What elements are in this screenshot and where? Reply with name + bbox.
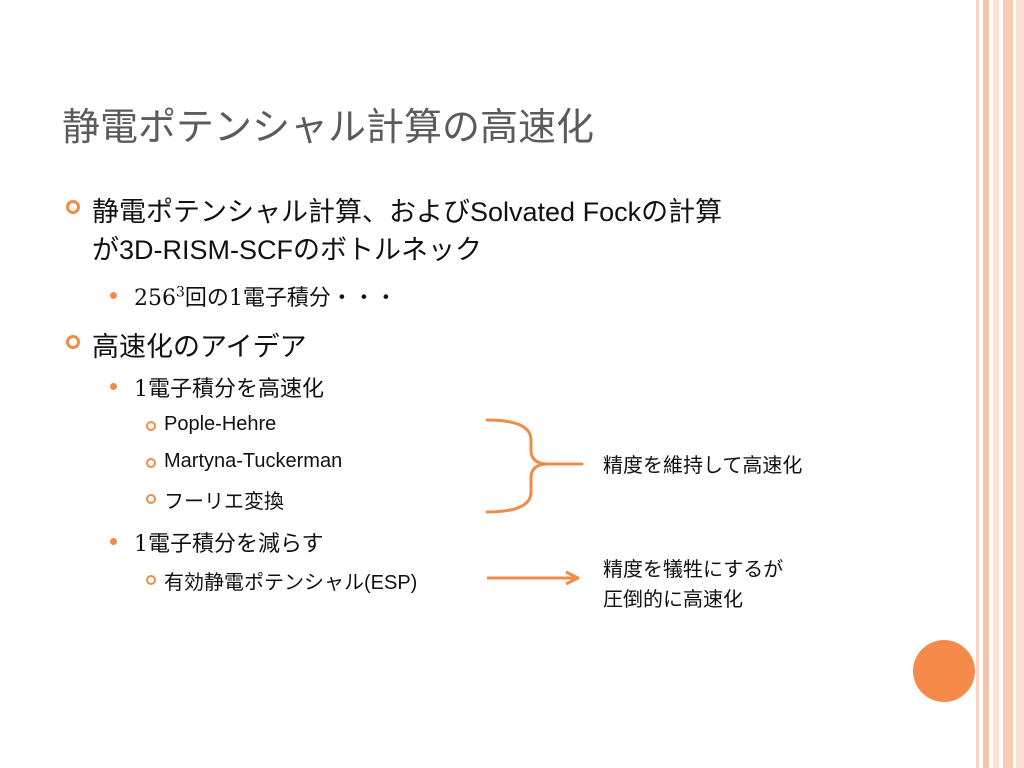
decor-circle <box>913 640 975 702</box>
text-segment: 静電ポテンシャル計算、および <box>92 197 470 228</box>
superscript: 3 <box>176 284 185 301</box>
bullet-ring-icon <box>146 575 156 585</box>
note-sacrifice-accuracy-line-2: 圧倒的に高速化 <box>603 589 743 611</box>
decor-stripe-3 <box>993 0 999 768</box>
bullet-2-sub-2-item-1: 有効静電ポテンシャル(ESP) <box>164 566 417 595</box>
text-segment: (ESP) <box>364 572 418 594</box>
decor-stripe-5 <box>1016 0 1024 768</box>
bullet-2-sub-1: 1電子積分を高速化 <box>134 377 324 402</box>
bullet-ring-icon <box>146 421 156 431</box>
bullet-2-sub-2: 1電子積分を減らす <box>134 532 324 557</box>
text-segment: 回の1電子積分・・・ <box>184 286 397 311</box>
bullet-2-sub-1-item-1: Pople-Hehre <box>164 413 277 435</box>
decor-stripe-4 <box>1003 0 1013 768</box>
bullet-dot-icon <box>110 538 117 545</box>
decor-stripe-1 <box>976 0 979 768</box>
bullet-2-sub-1-item-3: フーリエ変換 <box>164 489 284 513</box>
bullet-1-sub-1: 2563回の1電子積分・・・ <box>134 280 397 312</box>
text-segment: の計算 <box>641 197 723 228</box>
text-segment: 256 <box>134 286 176 311</box>
text-segment: 3D-RISM-SCF <box>119 235 293 265</box>
note-keep-accuracy: 精度を維持して高速化 <box>603 455 803 477</box>
slide-title: 静電ポテンシャル計算の高速化 <box>62 105 595 149</box>
bullet-1-line-2: が3D-RISM-SCFのボトルネック <box>92 228 482 267</box>
bullet-ring-icon <box>146 458 156 468</box>
text-segment: Solvated Fock <box>470 197 642 227</box>
bullet-2: 高速化のアイデア <box>92 332 307 363</box>
bullet-2-sub-1-item-2: Martyna-Tuckerman <box>164 450 343 472</box>
right-brace-icon <box>485 418 584 514</box>
bullet-1-line-1: 静電ポテンシャル計算、およびSolvated Fockの計算 <box>92 190 722 229</box>
bullet-ring-icon <box>66 200 80 214</box>
text-segment: が <box>92 235 119 266</box>
bullet-dot-icon <box>110 292 117 299</box>
text-segment: のボトルネック <box>293 235 482 266</box>
bullet-ring-icon <box>66 335 80 349</box>
decor-stripe-2 <box>983 0 989 768</box>
note-sacrifice-accuracy-line-1: 精度を犠牲にするが <box>603 559 784 581</box>
bullet-ring-icon <box>146 494 156 504</box>
text-segment: 有効静電ポテンシャル <box>164 570 364 594</box>
bullet-dot-icon <box>110 383 117 390</box>
arrow-head-icon <box>565 570 580 586</box>
